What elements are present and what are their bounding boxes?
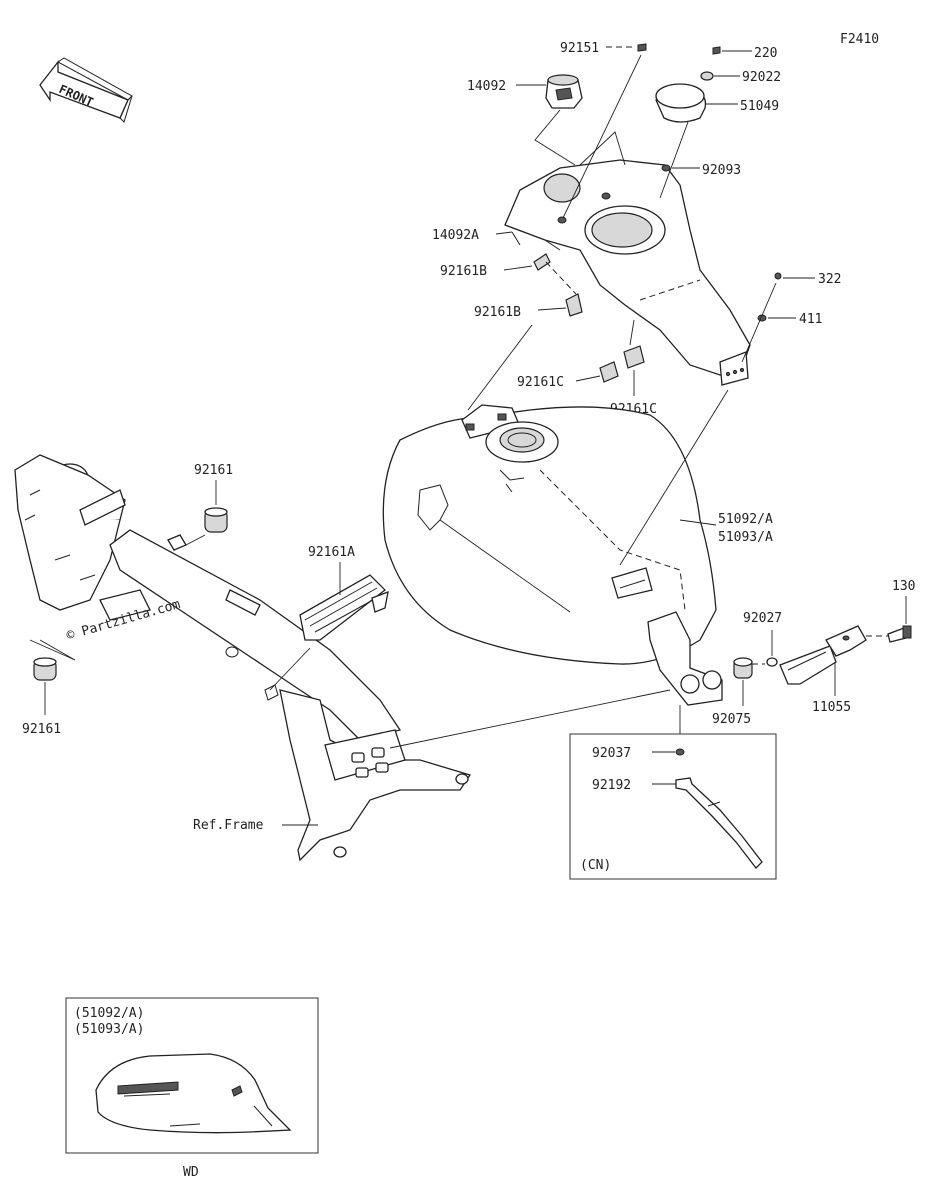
label-92022: 92022 [742, 70, 781, 85]
bolt-130 [866, 596, 912, 643]
label-220: 220 [754, 46, 777, 61]
label-92161-bottom: 92161 [22, 722, 61, 737]
label-92151: 92151 [560, 41, 599, 56]
diagram-code: F2410 [840, 32, 879, 47]
bolt-322 [774, 272, 815, 280]
washer-92022 [700, 71, 740, 81]
label-11055: 11055 [812, 700, 851, 715]
pad-92161C-1 [575, 361, 619, 383]
label-92192: 92192 [592, 778, 631, 793]
label-92027: 92027 [743, 611, 782, 626]
label-ref-frame: Ref.Frame [193, 818, 264, 833]
damper-92161A [299, 562, 389, 641]
screw-92151 [562, 43, 647, 219]
cover-51049 [655, 83, 738, 199]
washer-411 [741, 282, 796, 363]
cn-box: (CN) [569, 705, 777, 880]
grommet-92093 [661, 164, 700, 172]
pad-92161B-2 [537, 261, 583, 317]
front-arrow-icon: FRONT [39, 57, 133, 123]
label-92161A: 92161A [308, 545, 355, 560]
washer-92027 [766, 630, 778, 667]
label-92161B-1: 92161B [440, 264, 487, 279]
label-14092: 14092 [467, 79, 506, 94]
cn-box-label: (CN) [580, 858, 611, 873]
label-92075: 92075 [712, 712, 751, 727]
label-14092A: 14092A [432, 228, 479, 243]
tank-cover-14092A [504, 159, 751, 386]
pad-92161C-2 [623, 319, 645, 396]
wd-box-line1: (51092/A) [74, 1006, 144, 1021]
label-92161-top: 92161 [194, 463, 233, 478]
label-130: 130 [892, 579, 915, 594]
wd-box-caption: WD [183, 1165, 199, 1180]
frame-illustration [14, 454, 472, 862]
pad-92161B-1 [503, 253, 551, 271]
label-92161C-1: 92161C [517, 375, 564, 390]
label-51092A: 51092/A [718, 512, 773, 527]
label-411: 411 [799, 312, 822, 327]
label-92093: 92093 [702, 163, 741, 178]
collar-92075 [733, 657, 753, 706]
label-92161B-2: 92161B [474, 305, 521, 320]
label-51093A: 51093/A [718, 530, 773, 545]
label-322: 322 [818, 272, 841, 287]
bracket-11055 [752, 625, 867, 696]
label-51049: 51049 [740, 99, 779, 114]
screw-220 [712, 46, 752, 55]
label-92037: 92037 [592, 746, 631, 761]
fuel-tank-51092A [382, 324, 729, 749]
cap-14092 [516, 74, 626, 166]
wd-box-line2: (51093/A) [74, 1022, 144, 1037]
damper-92161-top [167, 480, 228, 551]
wd-box: (51092/A) (51093/A) WD [65, 997, 319, 1180]
damper-92161-bottom [29, 639, 76, 715]
